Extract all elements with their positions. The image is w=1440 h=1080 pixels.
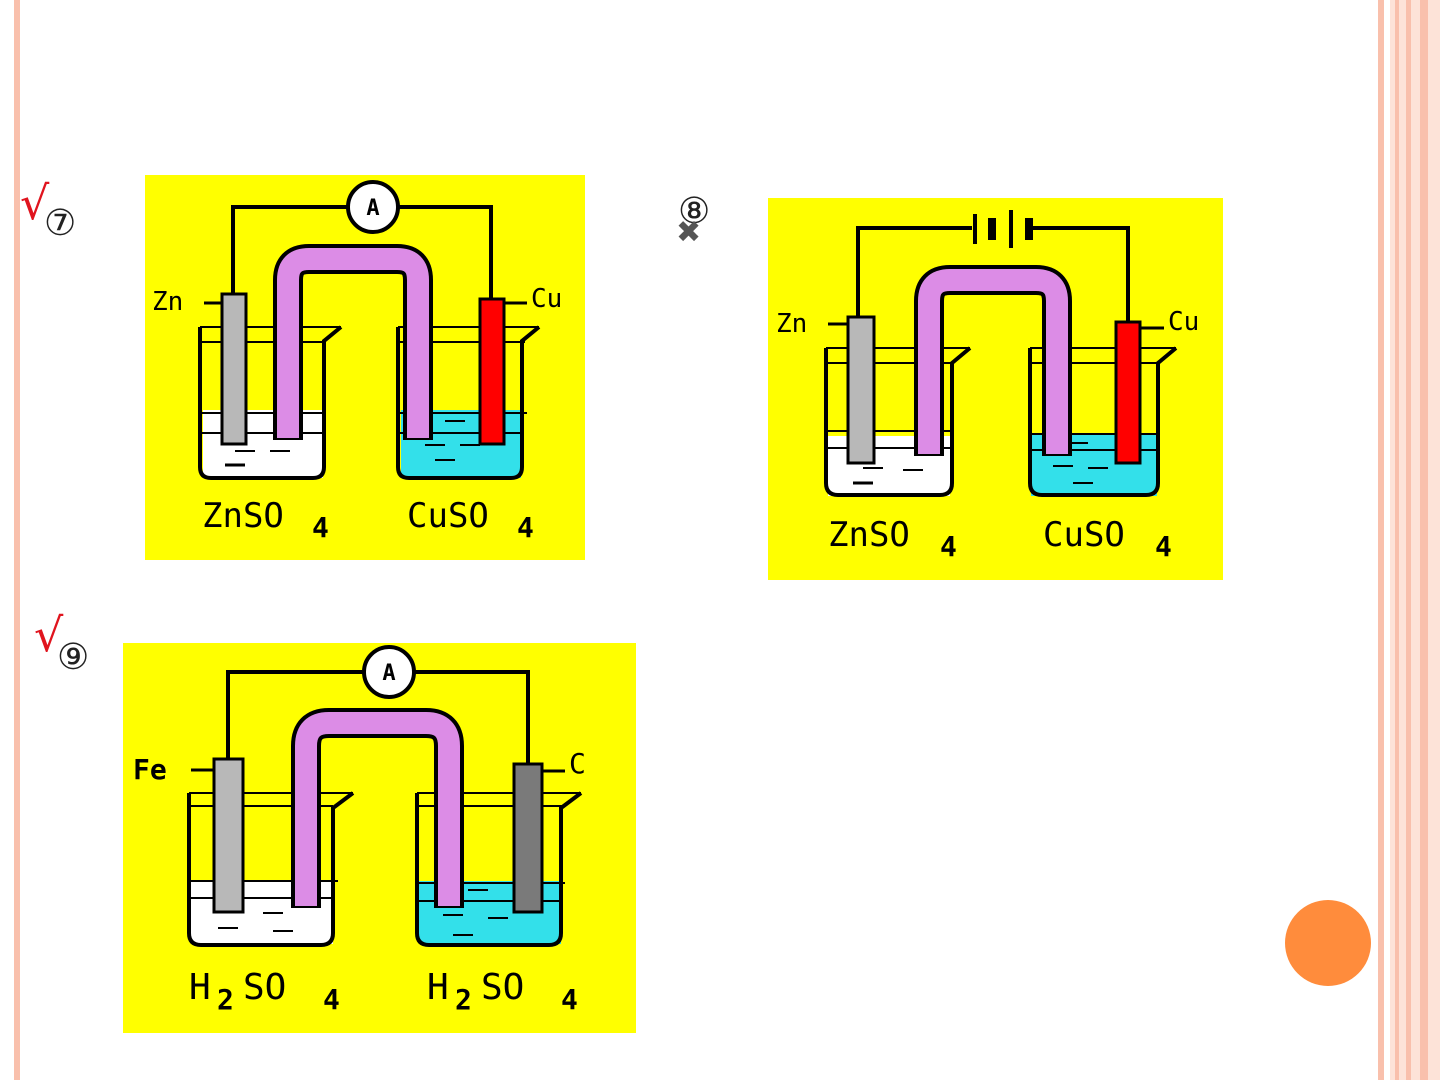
item-7-check-mark: √ xyxy=(20,176,50,230)
item-9-check-mark: √ xyxy=(34,608,64,662)
d9-left-solution-h: H xyxy=(189,967,211,1008)
d7-ammeter-icon xyxy=(346,180,400,234)
d7-ammeter-label: A xyxy=(366,196,379,221)
d9-salt-bridge xyxy=(295,712,460,906)
d7-copper-electrode xyxy=(478,297,506,446)
left-border-stripe xyxy=(14,0,20,1080)
d9-right-solution-sub-2: 2 xyxy=(455,983,472,1016)
item-8-number: ⑧ xyxy=(678,191,711,232)
d8-salt-bridge xyxy=(918,269,1068,454)
d8-left-solution-subscript: 4 xyxy=(940,530,957,563)
d8-wire-right xyxy=(1032,226,1130,322)
d9-right-solution-h: H xyxy=(427,967,449,1008)
d8-salt-bridge-outline xyxy=(914,265,1072,456)
d7-right-beaker xyxy=(396,325,541,480)
d9-ammeter-icon xyxy=(362,645,416,699)
d7-salt-bridge xyxy=(277,248,429,438)
d7-right-electrode-label: Cu xyxy=(531,284,562,314)
d8-right-solution-subscript: 4 xyxy=(1155,530,1172,563)
d7-wire-left xyxy=(231,205,347,294)
d7-right-solution-subscript: 4 xyxy=(517,511,534,544)
d9-right-solution-so: SO xyxy=(481,967,524,1008)
d9-wire-right xyxy=(415,670,530,764)
d7-left-beaker xyxy=(198,325,343,480)
d9-left-solution-so: SO xyxy=(243,967,286,1008)
d7-left-solution-subscript: 4 xyxy=(312,511,329,544)
diagram-7-panel: A Zn Cu ZnSO 4 CuSO 4 xyxy=(145,175,585,560)
d7-left-electrode-label: Zn xyxy=(152,287,183,317)
diagram-8-panel: Zn Cu ZnSO 4 CuSO 4 xyxy=(768,198,1223,580)
diagram-9-panel: A Fe C H 2 SO 4 H xyxy=(123,643,636,1033)
accent-circle xyxy=(1285,900,1371,986)
d9-carbon-electrode xyxy=(512,762,544,914)
right-border-stripe-4 xyxy=(1406,0,1411,1080)
diagram-7-svg: A Zn Cu ZnSO 4 CuSO 4 xyxy=(152,180,562,544)
d9-iron-electrode xyxy=(212,757,245,914)
right-border-stripe-1 xyxy=(1378,0,1384,1080)
d8-left-beaker xyxy=(824,346,972,497)
d9-wire-left xyxy=(226,670,363,759)
d7-zinc-electrode xyxy=(220,292,248,446)
d8-zinc-electrode xyxy=(846,315,876,465)
right-border-stripe-5 xyxy=(1420,0,1428,1080)
d9-left-electrode-label: Fe xyxy=(133,753,167,786)
d9-right-electrode-label: C xyxy=(569,747,586,780)
d9-left-solution-sub-2: 2 xyxy=(217,983,234,1016)
d9-left-solution-sub-4: 4 xyxy=(323,983,340,1016)
d9-left-beaker xyxy=(187,791,355,947)
right-border-stripe-3 xyxy=(1395,0,1399,1080)
d7-wire-right xyxy=(399,205,493,299)
d8-left-electrode-label: Zn xyxy=(776,309,807,339)
item-7-number: ⑦ xyxy=(44,203,77,244)
d8-left-solution-label: ZnSO xyxy=(828,515,910,555)
diagram-8-svg: Zn Cu ZnSO 4 CuSO 4 xyxy=(776,210,1199,563)
d8-right-beaker xyxy=(1028,346,1178,497)
d8-right-solution-label: CuSO xyxy=(1043,515,1125,555)
d8-copper-electrode xyxy=(1114,320,1142,465)
d7-left-solution-label: ZnSO xyxy=(202,496,284,536)
diagram-9-svg: A Fe C H 2 SO 4 H xyxy=(133,645,586,1016)
d9-ammeter-label: A xyxy=(382,661,395,686)
d7-right-solution-label: CuSO xyxy=(407,496,489,536)
d9-right-beaker xyxy=(415,791,583,947)
d9-right-solution-sub-4: 4 xyxy=(561,983,578,1016)
item-8-cross-mark: ✖ xyxy=(676,215,702,250)
d8-right-electrode-label: Cu xyxy=(1168,307,1199,337)
item-9-number: ⑨ xyxy=(57,637,90,678)
d8-wire-left xyxy=(856,226,972,317)
